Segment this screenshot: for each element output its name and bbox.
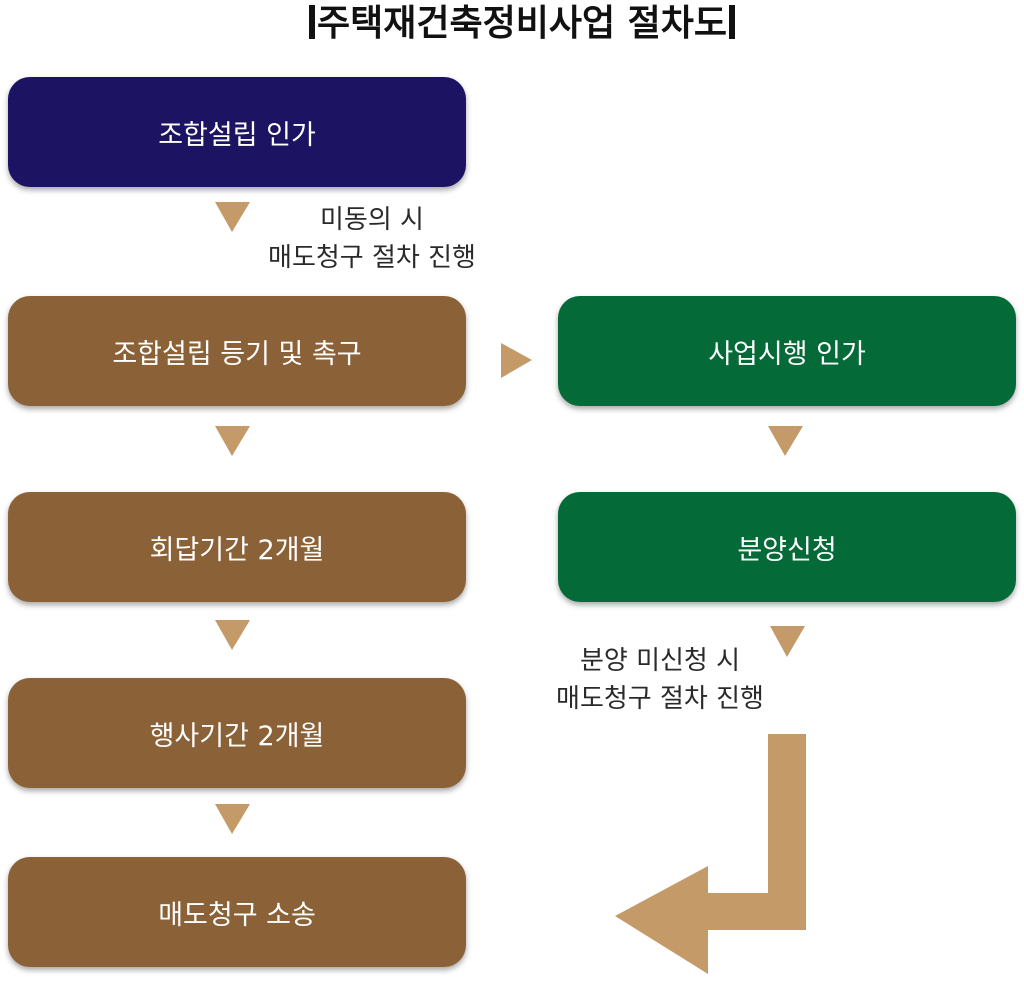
down-arrow-icon [215, 426, 250, 456]
down-arrow-icon [215, 620, 250, 650]
note-non-application: 분양 미신청 시 매도청구 절차 진행 [545, 642, 775, 718]
title-bar-left [309, 5, 315, 39]
down-arrow-icon [770, 626, 805, 657]
note-line: 분양 미신청 시 [579, 646, 741, 676]
down-arrow-icon [215, 804, 250, 834]
title-bar-right [728, 5, 735, 39]
step-project-approval: 사업시행 인가 [558, 296, 1016, 406]
diagram-title: 주택재건축정비사업 절차도 [0, 2, 1024, 46]
step-label: 분양신청 [737, 534, 837, 566]
step-label: 행사기간 2개월 [149, 720, 325, 752]
step-label: 회답기간 2개월 [149, 534, 325, 566]
down-arrow-icon [215, 202, 250, 232]
step-exercise-period: 행사기간 2개월 [8, 678, 466, 788]
step-sale-application: 분양신청 [558, 492, 1016, 602]
note-non-consent: 미동의 시 매도청구 절차 진행 [258, 201, 486, 277]
note-line: 매도청구 절차 진행 [556, 684, 764, 714]
step-label: 조합설립 등기 및 촉구 [112, 338, 362, 370]
note-line: 매도청구 절차 진행 [268, 243, 476, 273]
step-label: 사업시행 인가 [708, 338, 866, 370]
step-union-approval: 조합설립 인가 [8, 77, 466, 187]
step-label: 조합설립 인가 [158, 119, 316, 151]
step-label: 매도청구 소송 [158, 899, 316, 931]
down-arrow-icon [768, 426, 803, 456]
step-reply-period: 회답기간 2개월 [8, 492, 466, 602]
step-sale-claim-lawsuit: 매도청구 소송 [8, 857, 466, 967]
step-union-registration: 조합설립 등기 및 촉구 [8, 296, 466, 406]
turn-left-arrow-icon [615, 734, 806, 974]
note-line: 미동의 시 [320, 205, 424, 235]
title-text: 주택재건축정비사업 절차도 [317, 3, 727, 44]
right-arrow-icon [501, 343, 532, 378]
